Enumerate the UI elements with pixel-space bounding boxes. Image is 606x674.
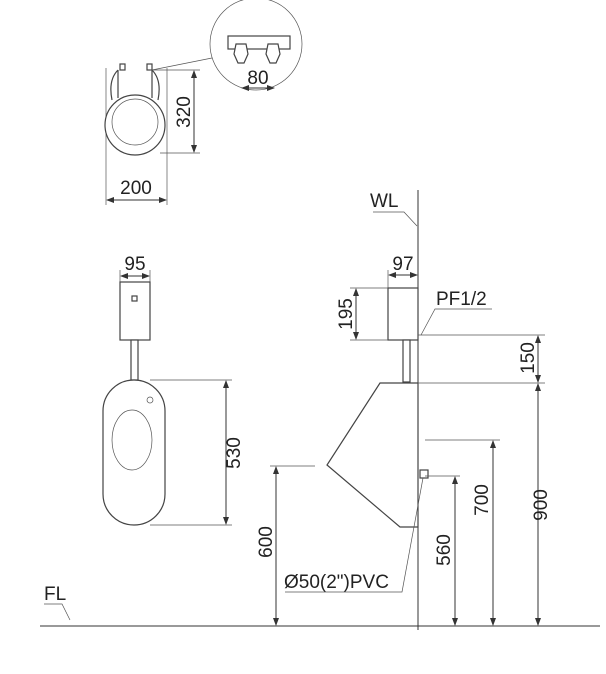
dim-95: 95 [124,254,145,275]
dim-600: 600 [256,526,277,558]
wall-label: WL [370,191,399,212]
dim-97: 97 [392,254,413,275]
dim-900: 900 [531,489,552,521]
drain-label: Ø50(2")PVC [284,572,389,593]
dim-150: 150 [518,342,539,374]
flush-tank [119,281,151,341]
dim-560: 560 [434,534,455,566]
dim-320: 320 [174,96,195,128]
inlet-label: PF1/2 [436,289,487,310]
urinal-side [326,382,419,528]
floor-label: FL [44,584,66,605]
front-view: 95 530 [102,254,245,526]
dim-200: 200 [120,178,152,199]
dim-700: 700 [472,484,493,516]
dim-195: 195 [336,298,357,330]
dim-80: 80 [247,68,268,89]
bowl-outline [104,94,166,156]
urinal-front [102,379,166,526]
dim-530: 530 [224,437,245,469]
side-view: WL 97 195 PF1/2 150 900 700 560 600 Ø50(… [40,190,600,630]
top-view: 320 200 80 [104,0,303,205]
side-tank [387,287,419,341]
